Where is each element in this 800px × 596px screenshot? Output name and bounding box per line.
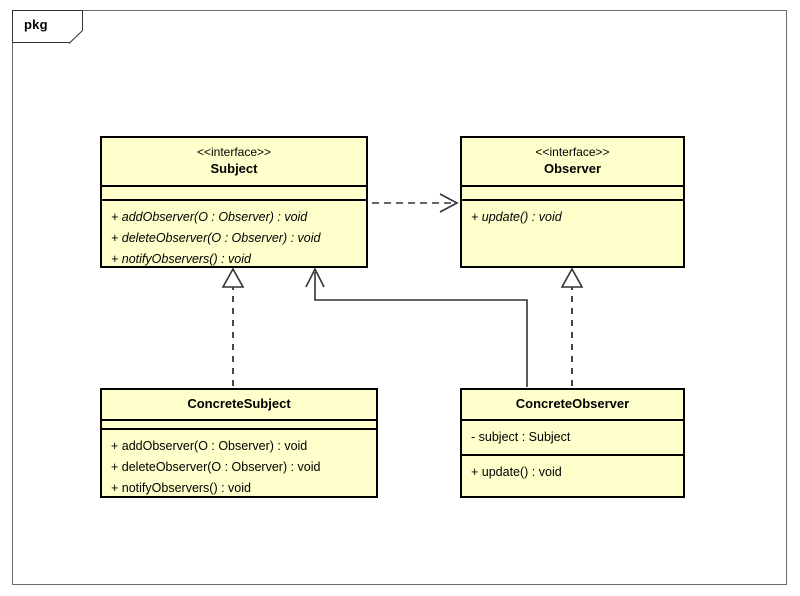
class-header-concrete-observer: ConcreteObserver [462, 390, 683, 421]
package-tab-slant-icon [69, 10, 83, 44]
class-operation: + deleteObserver(O : Observer) : void [111, 460, 321, 474]
class-stereotype-observer: <<interface>> [535, 145, 610, 159]
class-header-observer: <<interface>> Observer [462, 138, 683, 187]
class-operations-concrete-observer: + update() : void [462, 456, 683, 489]
class-box-concrete-subject[interactable]: ConcreteSubject + addObserver(O : Observ… [100, 388, 378, 498]
class-operation: + deleteObserver(O : Observer) : void [111, 231, 321, 245]
class-attributes-subject [102, 187, 366, 201]
class-header-concrete-subject: ConcreteSubject [102, 390, 376, 421]
class-operations-subject: + addObserver(O : Observer) : void + del… [102, 201, 366, 276]
class-box-subject[interactable]: <<interface>> Subject + addObserver(O : … [100, 136, 368, 268]
class-attributes-concrete-observer: - subject : Subject [462, 421, 683, 456]
class-header-subject: <<interface>> Subject [102, 138, 366, 187]
class-name-observer: Observer [543, 161, 602, 176]
class-box-concrete-observer[interactable]: ConcreteObserver - subject : Subject + u… [460, 388, 685, 498]
class-stereotype-subject: <<interface>> [196, 145, 272, 159]
class-operation: + update() : void [471, 465, 562, 479]
class-name-concrete-observer: ConcreteObserver [515, 396, 630, 411]
class-operation: + notifyObservers() : void [111, 252, 251, 266]
class-attributes-concrete-subject [102, 421, 376, 430]
package-label: pkg [24, 17, 48, 32]
class-operations-concrete-subject: + addObserver(O : Observer) : void + del… [102, 430, 376, 505]
class-name-subject: Subject [210, 161, 258, 176]
package-tab [12, 10, 70, 43]
class-operation: + update() : void [471, 210, 562, 224]
class-attribute: - subject : Subject [471, 430, 571, 444]
class-operation: + addObserver(O : Observer) : void [111, 210, 308, 224]
class-name-concrete-subject: ConcreteSubject [187, 396, 291, 411]
class-operation: + notifyObservers() : void [111, 481, 251, 495]
class-operations-observer: + update() : void [462, 201, 683, 234]
class-box-observer[interactable]: <<interface>> Observer + update() : void [460, 136, 685, 268]
class-attributes-observer [462, 187, 683, 201]
class-operation: + addObserver(O : Observer) : void [111, 439, 308, 453]
